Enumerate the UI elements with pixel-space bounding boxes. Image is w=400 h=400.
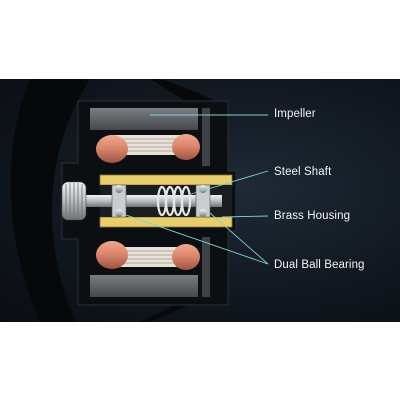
leader-bearing-b (125, 214, 269, 265)
cap-knurling (65, 183, 83, 219)
label-dual-ball-bearing: Dual Ball Bearing (274, 259, 365, 271)
impeller-band-bottom (90, 275, 198, 297)
ball-bearing-right (195, 184, 211, 218)
brass-housing-bottom (99, 216, 233, 228)
label-brass-housing: Brass Housing (274, 210, 351, 222)
stator-top (110, 135, 190, 155)
brass-housing-top (99, 174, 233, 186)
fan-blade (10, 79, 91, 322)
steel-shaft (72, 195, 222, 207)
impeller-band-top (90, 108, 198, 130)
housing-wall-right (202, 237, 210, 297)
stator-bottom (110, 247, 190, 267)
ball-bearing-left (111, 184, 127, 218)
fan-motor-cutaway (10, 79, 269, 322)
copper-winding-bottom (96, 241, 128, 269)
leader-brass-housing (221, 215, 269, 218)
housing-wall-right (202, 108, 210, 166)
copper-winding-top (172, 134, 200, 160)
diagram-panel: Impeller Steel Shaft Brass Housing Dual … (0, 79, 400, 322)
label-impeller: Impeller (274, 108, 316, 120)
leader-steel-shaft (187, 170, 269, 196)
copper-winding-top (96, 135, 128, 163)
preload-spring (156, 185, 192, 217)
label-steel-shaft: Steel Shaft (274, 166, 332, 178)
copper-winding-bottom (172, 244, 200, 270)
leader-lines (125, 114, 269, 265)
leader-bearing-a (209, 212, 269, 265)
